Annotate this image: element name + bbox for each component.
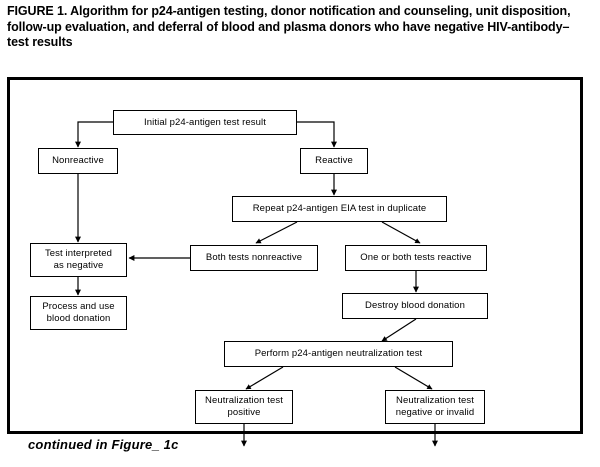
node-label: Both tests nonreactive [205,252,303,263]
edge-initial-to-reactive [297,121,337,148]
edge-repeat-to-one-or-both-reactive [381,221,421,244]
node-label: One or both tests reactive [360,252,472,263]
node-repeat-eia[interactable]: Repeat p24-antigen EIA test in duplicate [232,196,447,222]
edge-repeat-to-both-nonreactive [255,221,298,244]
node-label: Reactive [315,155,353,166]
node-destroy-blood-donation[interactable]: Destroy blood donation [342,293,488,319]
node-label: Repeat p24-antigen EIA test in duplicate [252,203,427,214]
edge-neutralization-to-negative [394,366,433,390]
node-label: Perform p24-antigen neutralization test [254,348,423,359]
continued-note: continued in Figure_ 1c [28,437,179,452]
edge-initial-to-nonreactive [75,121,113,148]
node-one-or-both-tests-reactive[interactable]: One or both tests reactive [345,245,487,271]
node-reactive[interactable]: Reactive [300,148,368,174]
node-label: Initial p24-antigen test result [144,116,266,128]
node-perform-neutralization-test[interactable]: Perform p24-antigen neutralization test [224,341,453,367]
edge-destroy-to-neutralization [381,318,417,342]
figure-caption: FIGURE 1. Algorithm for p24-antigen test… [7,4,571,49]
node-label: Destroy blood donation [365,300,465,311]
node-initial-test[interactable]: Initial p24-antigen test result [113,110,297,135]
node-both-tests-nonreactive[interactable]: Both tests nonreactive [190,245,318,271]
edge-neutralization-to-positive [245,366,284,390]
node-label: Nonreactive [52,155,104,166]
node-nonreactive[interactable]: Nonreactive [38,148,118,174]
